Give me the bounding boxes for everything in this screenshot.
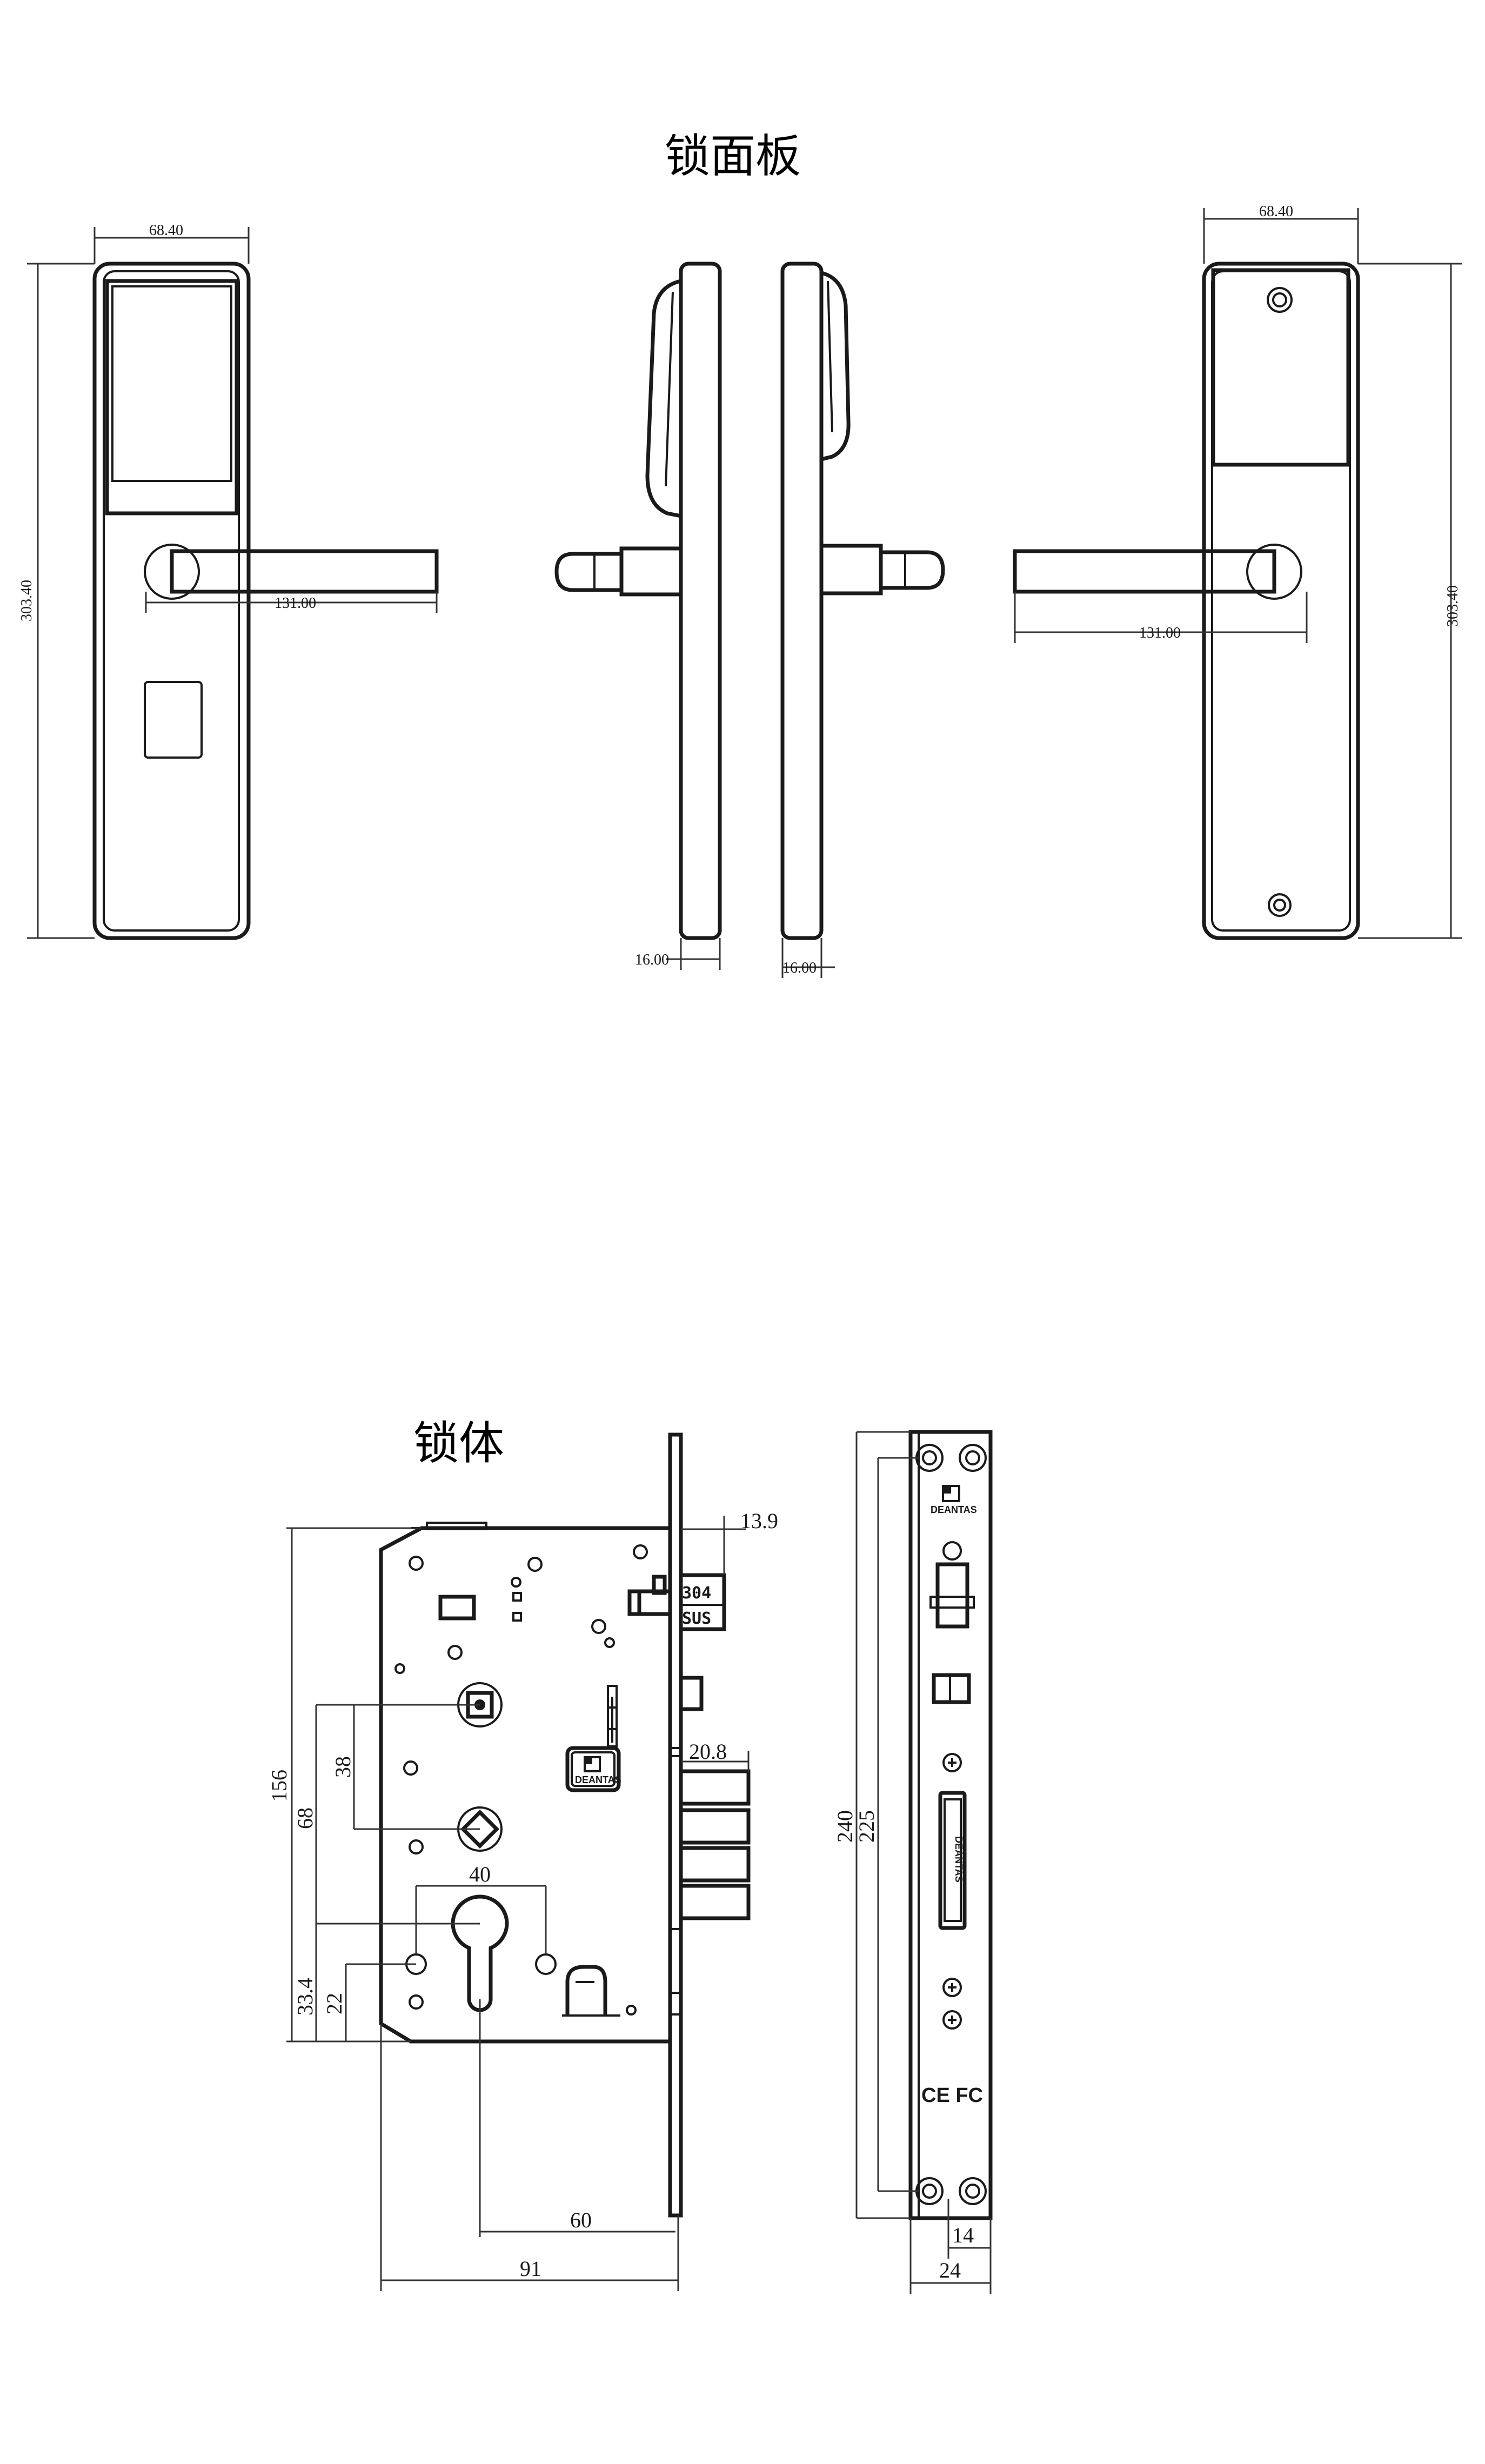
dim-backset: 60 xyxy=(570,2208,592,2232)
dim-hub-spacing: 38 xyxy=(331,1756,355,1778)
lock-body-front-dims: 13.9 20.8 38 68 156 40 33.4 22 60 91 xyxy=(267,1509,778,2291)
dim-side-right-depth: 16.00 xyxy=(782,960,817,976)
panel-back-view: 68.40 303.40 131.00 xyxy=(1013,203,1462,940)
dim-height: 156 xyxy=(267,1770,291,1802)
dim-back-height: 303.40 xyxy=(1444,585,1461,627)
lock-faceplate-dims: 240 225 14 24 xyxy=(833,1431,992,2294)
panel-section-title: 锁面板 xyxy=(665,130,801,183)
dim-faceplate-width-inner: 14 xyxy=(952,2223,974,2247)
dim-cyl-spacing: 40 xyxy=(469,1862,491,1886)
dim-cyl-height: 33.4 xyxy=(293,1978,317,2016)
body-section-title: 锁体 xyxy=(413,1417,504,1470)
dim-front-width: 68.40 xyxy=(149,222,183,239)
case-brand-label: DEANTAS xyxy=(575,1775,621,1785)
dim-faceplate-inner: 225 xyxy=(854,1810,879,1843)
dim-faceplate-width: 24 xyxy=(939,2258,961,2282)
panel-front-view: 68.40 303.40 131.00 xyxy=(18,222,439,940)
lock-body-case: DEANTAS 304 SUS xyxy=(379,1432,751,2218)
lock-faceplate-view: DEANTAS DEANTAS CE FC xyxy=(908,1430,993,2220)
dim-side-left-depth: 16.00 xyxy=(635,952,669,968)
dim-hub-to-cyl: 68 xyxy=(293,1807,317,1829)
dim-front-height: 303.40 xyxy=(18,580,35,621)
faceplate-brand-top: DEANTAS xyxy=(931,1504,977,1515)
dim-back-handle: 131.00 xyxy=(1139,625,1181,641)
faceplate-brand-vertical: DEANTAS xyxy=(953,1836,964,1883)
panel-side-view-left: 16.00 xyxy=(554,262,722,970)
dim-latch-width: 20.8 xyxy=(689,1739,727,1764)
dim-lower-hole: 22 xyxy=(322,1993,346,2014)
faceplate-cert-marks: CE FC xyxy=(921,2084,983,2107)
panel-side-view-right: 16.00 xyxy=(780,262,945,978)
sus-stamp-top: 304 xyxy=(682,1584,711,1603)
dim-case-width: 91 xyxy=(520,2257,541,2281)
dim-front-handle: 131.00 xyxy=(275,595,316,612)
dim-back-width: 68.40 xyxy=(1259,203,1293,220)
sus-stamp-bottom: SUS xyxy=(682,1609,711,1628)
dim-front-depth: 13.9 xyxy=(740,1509,778,1533)
dim-faceplate-outer: 240 xyxy=(833,1810,857,1843)
